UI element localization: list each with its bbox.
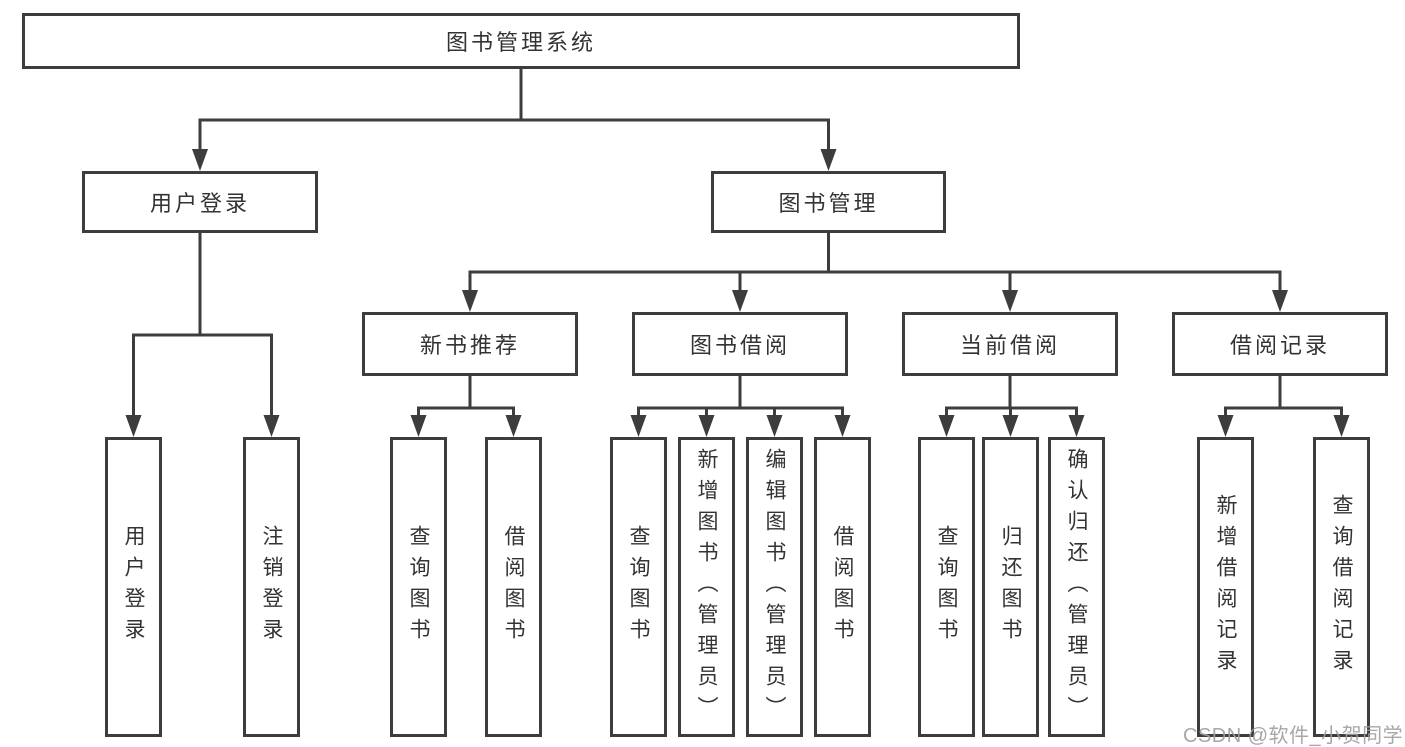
- leaf-query-books-current-label: 查询图书: [935, 525, 958, 649]
- node-user-login-label: 用户登录: [149, 191, 250, 216]
- leaf-return-books-label: 归还图书: [999, 525, 1022, 649]
- leaf-query-books-recommend-label: 查询图书: [407, 525, 430, 649]
- arrowhead-icon: [462, 290, 478, 312]
- leaf-query-books-current: 查询图书: [918, 437, 975, 737]
- arrowhead-icon: [410, 415, 427, 437]
- leaf-add-books-admin-label: 新增图书（管理员）: [695, 447, 718, 727]
- root-branch-line: [198, 67, 830, 153]
- leaf-add-books-admin: 新增图书（管理员）: [678, 437, 735, 737]
- leaf-logout: 注销登录: [243, 437, 300, 737]
- node-new-book-recommend: 新书推荐: [362, 312, 578, 376]
- leaf-query-borrow-record-label: 查询借阅记录: [1330, 494, 1353, 680]
- leaf-logout-label: 注销登录: [260, 525, 283, 649]
- new-book-recommend-branch-line: [417, 374, 515, 419]
- leaf-query-borrow-record: 查询借阅记录: [1313, 437, 1370, 737]
- arrowhead-icon: [834, 415, 851, 437]
- arrowhead-icon: [1333, 415, 1350, 437]
- borrow-records-branch-line: [1224, 374, 1343, 419]
- node-user-login: 用户登录: [82, 171, 318, 233]
- leaf-borrow-books-recommend-label: 借阅图书: [502, 525, 525, 649]
- node-current-borrow-label: 当前借阅: [959, 333, 1060, 358]
- arrowhead-icon: [1217, 415, 1234, 437]
- leaf-query-books-borrow-label: 查询图书: [627, 525, 650, 649]
- leaf-borrow-books-label: 借阅图书: [831, 525, 854, 649]
- leaf-add-borrow-record: 新增借阅记录: [1197, 437, 1254, 737]
- arrowhead-icon: [630, 415, 647, 437]
- csdn-watermark: CSDN @软件_小贺同学: [1183, 725, 1404, 747]
- leaf-borrow-books-recommend: 借阅图书: [485, 437, 542, 737]
- leaf-borrow-books: 借阅图书: [814, 437, 871, 737]
- leaf-query-books-recommend: 查询图书: [390, 437, 447, 737]
- book-management-branch-line: [468, 231, 1282, 294]
- arrowhead-icon: [820, 149, 837, 171]
- arrowhead-icon: [125, 415, 142, 437]
- leaf-query-books-borrow: 查询图书: [610, 437, 667, 737]
- arrowhead-icon: [1002, 290, 1018, 312]
- arrowheads: [125, 149, 1350, 437]
- node-book-borrow: 图书借阅: [632, 312, 848, 376]
- arrowhead-icon: [505, 415, 522, 437]
- arrowhead-icon: [1002, 415, 1019, 437]
- arrowhead-icon: [938, 415, 955, 437]
- node-root: 图书管理系统: [22, 13, 1020, 69]
- leaf-return-books: 归还图书: [982, 437, 1039, 737]
- leaf-confirm-return-admin: 确认归还（管理员）: [1048, 437, 1105, 737]
- arrowhead-icon: [732, 290, 748, 312]
- user-login-branch-line: [132, 231, 273, 419]
- current-borrow-branch-line: [945, 374, 1078, 419]
- leaf-edit-books-admin-label: 编辑图书（管理员）: [763, 447, 786, 727]
- arrowhead-icon: [698, 415, 715, 437]
- node-book-management: 图书管理: [711, 171, 946, 233]
- node-borrow-records: 借阅记录: [1172, 312, 1388, 376]
- node-borrow-records-label: 借阅记录: [1229, 333, 1330, 358]
- arrowhead-icon: [192, 149, 208, 171]
- leaf-user-login: 用户登录: [105, 437, 162, 737]
- node-book-management-label: 图书管理: [778, 191, 879, 216]
- leaf-edit-books-admin: 编辑图书（管理员）: [746, 437, 803, 737]
- node-root-label: 图书管理系统: [445, 30, 596, 55]
- node-new-book-recommend-label: 新书推荐: [419, 333, 520, 358]
- leaf-add-borrow-record-label: 新增借阅记录: [1214, 494, 1237, 680]
- node-current-borrow: 当前借阅: [902, 312, 1118, 376]
- leaf-confirm-return-admin-label: 确认归还（管理员）: [1065, 447, 1088, 727]
- arrowhead-icon: [263, 415, 280, 437]
- leaf-user-login-label: 用户登录: [122, 525, 145, 649]
- node-book-borrow-label: 图书借阅: [689, 333, 790, 358]
- arrowhead-icon: [1272, 290, 1288, 312]
- arrowhead-icon: [766, 415, 783, 437]
- book-borrow-branch-line: [637, 374, 844, 419]
- arrowhead-icon: [1068, 415, 1085, 437]
